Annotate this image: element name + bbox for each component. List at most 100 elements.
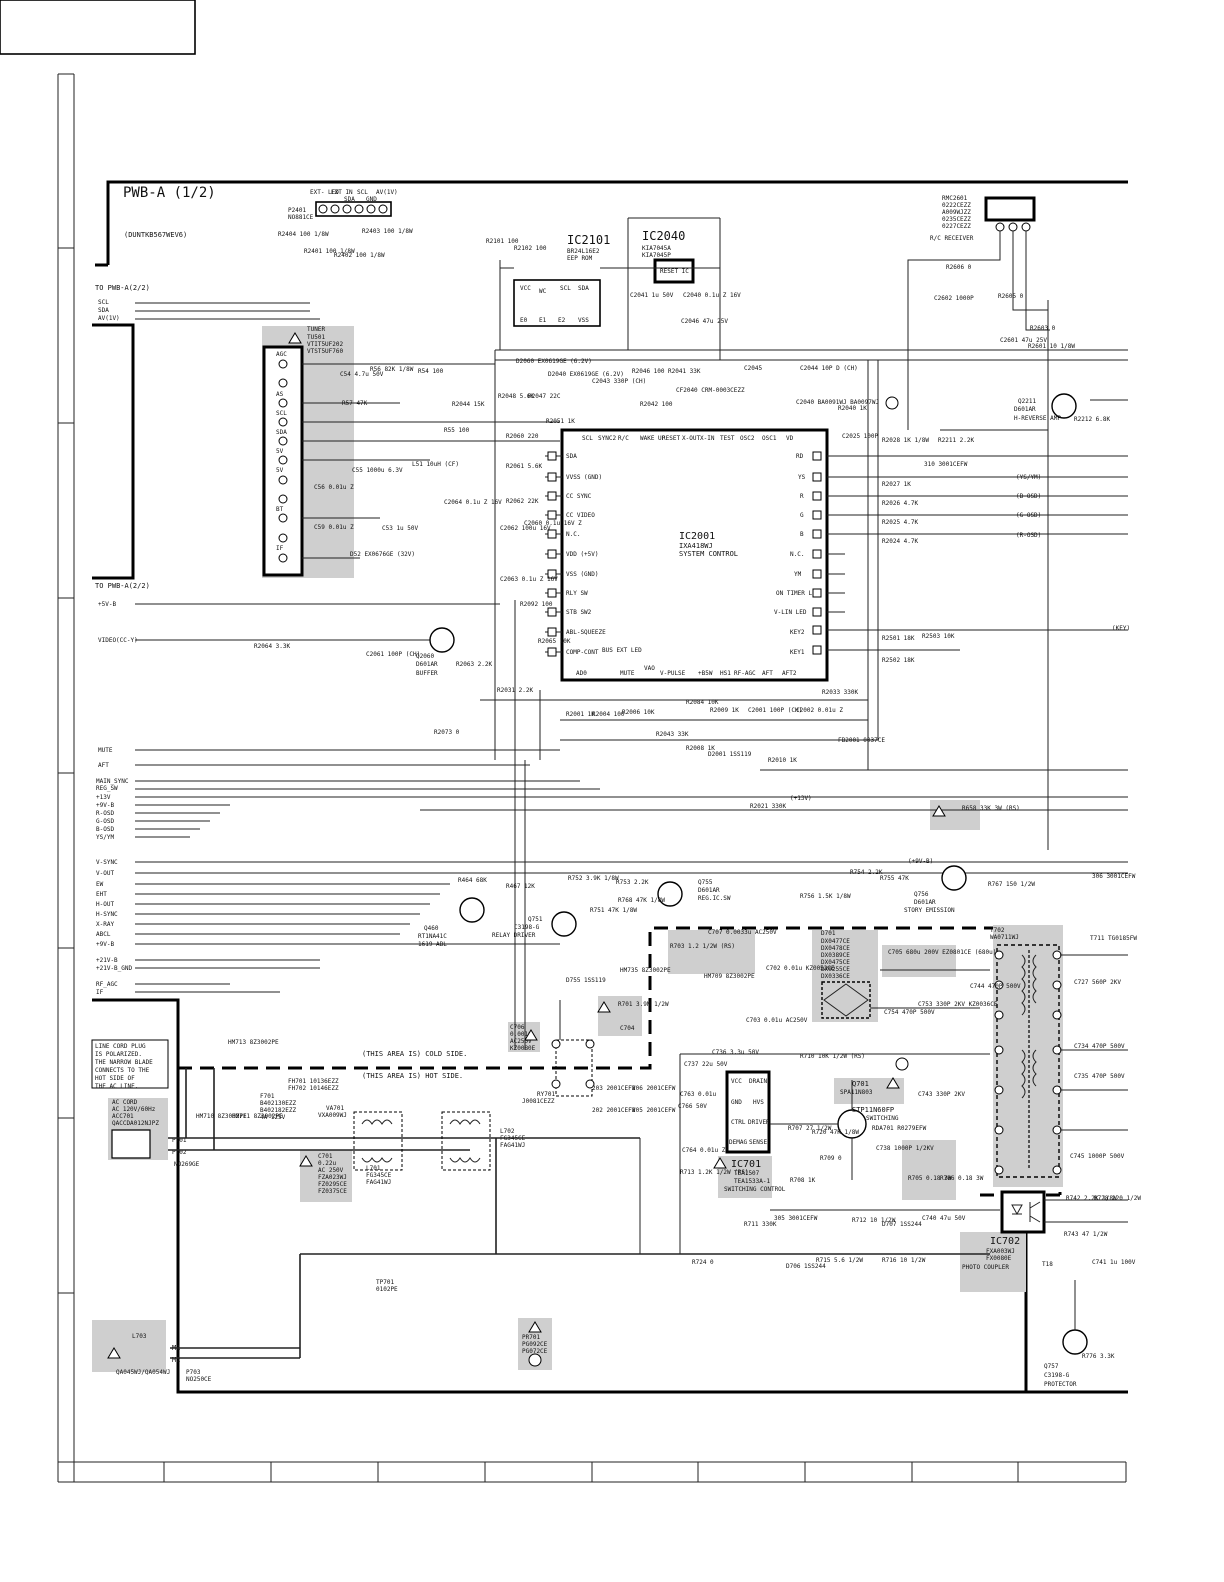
svg-text:202 2001CEFW: 202 2001CEFW [592,1107,636,1114]
svg-text:R2211 2.2K: R2211 2.2K [938,437,975,444]
svg-text:C54 4.7u 50V: C54 4.7u 50V [340,371,384,378]
svg-text:C740 47u 50V: C740 47u 50V [922,1215,966,1222]
svg-text:R2060 220: R2060 220 [506,433,539,440]
ic702-chip [1000,1190,1046,1234]
r2401-label: R2401 100 1/8W [304,248,355,255]
svg-text:PG072CE: PG072CE [522,1348,548,1355]
ic701-ref: IC701 [731,1159,761,1170]
hm710-label: HM710 8Z3002PE [196,1113,247,1120]
svg-text:RDA701 R0279EFW: RDA701 R0279EFW [872,1125,927,1132]
receiver-module [984,196,1036,222]
svg-text:R2503 10K: R2503 10K [922,633,955,640]
receiver-ref: RMC2601 [942,195,968,202]
svg-text:R467 12K: R467 12K [506,883,535,890]
svg-text:C704: C704 [620,1025,635,1032]
svg-text:Q755: Q755 [698,879,713,886]
svg-text:C2002 0.01u Z: C2002 0.01u Z [796,707,843,714]
svg-text:IF: IF [96,989,104,996]
tuner-part2: VTST5UF760 [307,348,344,355]
svg-text:Q751: Q751 [528,916,543,923]
svg-text:RLY SW: RLY SW [566,590,588,597]
l703-part: QA045WJ/QA054WJ [116,1369,170,1376]
svg-text:C763 0.01u: C763 0.01u [680,1091,717,1098]
svg-text:C2601 47u 25V: C2601 47u 25V [1000,337,1047,344]
transistor-q460: Q460 RT1NA41C 1619 ABL [418,897,485,948]
svg-text:R2603 0: R2603 0 [1030,325,1056,332]
svg-text:C2043 330P (CH): C2043 330P (CH) [592,378,646,385]
svg-text:C2060 0.1u 16V Z: C2060 0.1u 16V Z [524,520,582,527]
ic701-pin-labels: VCC GND CTRL DEMAG DRAIN HVS DRIVER SENS… [729,1078,770,1146]
t702-part: WA0711WJ [990,934,1019,941]
svg-text:VAO: VAO [644,665,655,672]
svg-text:FZ0375CE: FZ0375CE [318,1188,347,1195]
svg-text:R2027 1K: R2027 1K [882,481,911,488]
signal-5vb: +5V-B [98,601,116,608]
svg-text:C754 470P 500V: C754 470P 500V [884,1009,935,1016]
svg-text:D2060 EX0619GE (6.2V): D2060 EX0619GE (6.2V) [516,358,592,365]
svg-text:HM735 8Z3002PE: HM735 8Z3002PE [620,967,671,974]
svg-text:C2040 BA0091WJ BA0097WJ: C2040 BA0091WJ BA0097WJ [796,399,879,406]
svg-text:306 3001CEFW: 306 3001CEFW [1092,873,1136,880]
svg-text:RD: RD [796,453,804,460]
board-model: (DUNTKB567WEV6) [124,231,187,239]
svg-text:R751 47K 1/8W: R751 47K 1/8W [590,907,637,914]
hot-side-label: (THIS AREA IS) HOT SIDE. [362,1072,463,1080]
svg-text:0.22u: 0.22u [318,1160,336,1167]
svg-text:VCC: VCC [520,285,531,292]
svg-text:D601AR: D601AR [698,887,720,894]
svg-text:G-OSD: G-OSD [96,818,114,825]
rail-13v: (+13V) [790,795,812,802]
svg-text:G: G [800,512,804,519]
svg-text:C3198-G: C3198-G [514,924,540,931]
ic702-part2: FX0080E [986,1255,1012,1262]
svg-text:V-SYNC: V-SYNC [96,859,118,866]
svg-text:5V: 5V [276,448,284,455]
svg-text:FB2001 0037CE: FB2001 0037CE [838,737,885,744]
svg-text:FZ0295CE: FZ0295CE [318,1181,347,1188]
svg-text:N.C.: N.C. [566,531,580,538]
svg-text:DX0477CE: DX0477CE [821,938,850,945]
hm711-label: HM711 8Z3002PE [232,1113,283,1120]
svg-text:310 3001CEFW: 310 3001CEFW [924,461,968,468]
svg-text:C703 0.01u AC250V: C703 0.01u AC250V [746,1017,808,1024]
svg-text:EHT: EHT [96,891,107,898]
svg-text:D601AR: D601AR [416,661,438,668]
svg-text:R709 0: R709 0 [820,1155,842,1162]
svg-text:RESET: RESET [662,435,680,442]
svg-text:R711 330K: R711 330K [744,1221,777,1228]
left-signal-labels: MUTE AFT MAIN_SYNC REG_SW +13V +9V-B R-O… [96,747,133,996]
d701-ref: D701 [821,930,836,937]
transistor-q2211: Q2211 D601AR H-REVERSE AMP [1014,393,1077,422]
svg-text:R2046 100: R2046 100 [632,368,665,375]
signal-av: AV(1V) [98,315,120,322]
receiver-part-2: A009WJZZ [942,209,971,216]
svg-text:R2073 0: R2073 0 [434,729,460,736]
svg-text:R2212 6.8K: R2212 6.8K [1074,416,1111,423]
svg-text:H-OUT: H-OUT [96,901,114,908]
svg-text:R2062 22K: R2062 22K [506,498,539,505]
svg-text:BUFFER: BUFFER [416,670,438,677]
svg-text:C764 0.01u Z: C764 0.01u Z [682,1147,726,1154]
cold-side-label: (THIS AREA IS) COLD SIDE. [362,1050,467,1058]
svg-text:R720 47K 1/8W: R720 47K 1/8W [812,1129,859,1136]
to-pwb-top: TO PWB-A(2/2) [95,284,150,292]
svg-text:SCL: SCL [582,435,593,442]
svg-text:1619 ABL: 1619 ABL [418,941,447,948]
l703-ref: L703 [132,1333,147,1340]
rail-b-osd: (B-OSD) [1016,493,1041,500]
svg-text:SWITCHING: SWITCHING [866,1115,899,1122]
svg-text:R2025 4.7K: R2025 4.7K [882,519,919,526]
svg-text:R724 0: R724 0 [692,1259,714,1266]
tuner-title: TUNER [307,326,325,333]
svg-text:R/C: R/C [618,435,629,442]
svg-text:R2010 1K: R2010 1K [768,757,797,764]
p2401-part: NO881CE [288,214,314,221]
svg-text:R2033 330K: R2033 330K [822,689,859,696]
svg-text:E2: E2 [558,317,566,324]
svg-text:C3198-G: C3198-G [1044,1372,1070,1379]
svg-text:C707 0.0033u AC250V: C707 0.0033u AC250V [708,929,777,936]
svg-text:H-REVERSE AMP: H-REVERSE AMP [1014,415,1061,422]
svg-text:+21V-B: +21V-B [96,957,118,964]
svg-text:203 2001CEFW: 203 2001CEFW [592,1085,636,1092]
